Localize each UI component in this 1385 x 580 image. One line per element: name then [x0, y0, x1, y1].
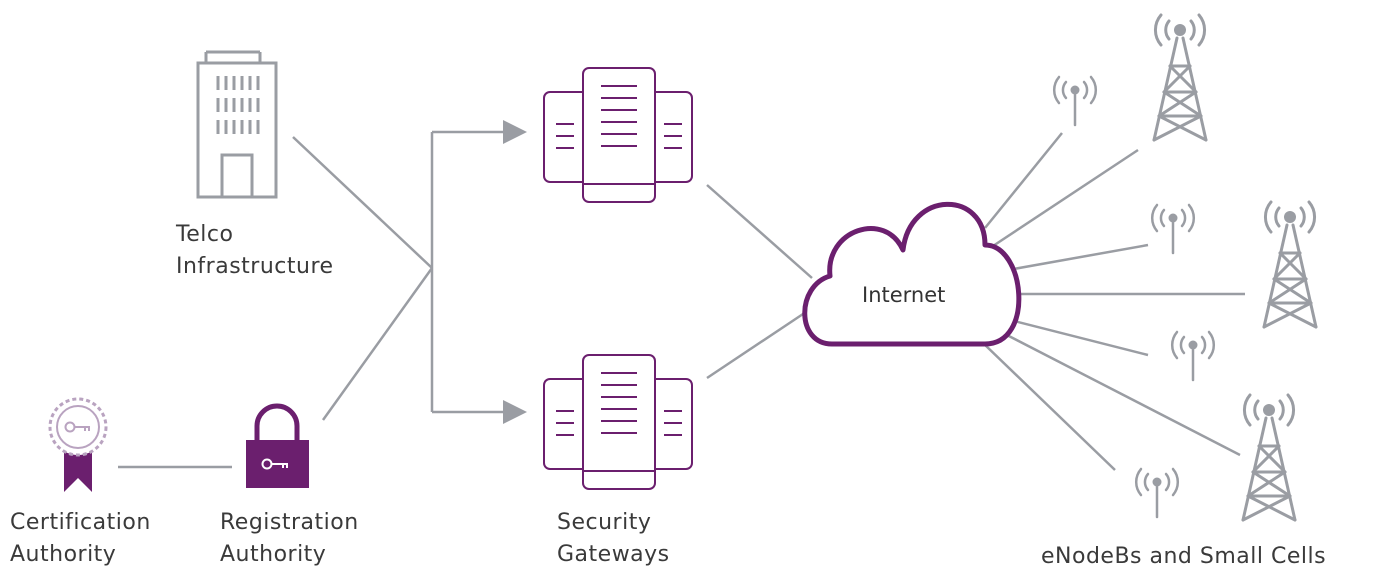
- cell-tower-icon: [1262, 200, 1318, 329]
- connectors: [118, 130, 1245, 471]
- cloud-icon: [802, 201, 1022, 347]
- server-icon: [543, 67, 693, 203]
- certification-authority-label: Certification Authority: [10, 510, 151, 567]
- internet-label: Internet: [862, 283, 946, 307]
- enodebs-label: eNodeBs and Small Cells: [1041, 544, 1327, 569]
- server-icon: [543, 354, 693, 490]
- small-cell-icon: [1052, 75, 1098, 127]
- cell-tower-icon: [1241, 393, 1297, 522]
- small-cell-icon: [1150, 203, 1196, 255]
- certificate-seal-icon: [48, 397, 108, 492]
- registration-authority-label: Registration Authority: [220, 510, 359, 567]
- security-gateways-label: Security Gateways: [557, 510, 670, 567]
- telco-label: Telco Infrastructure: [176, 222, 334, 279]
- building-icon: [196, 50, 278, 199]
- small-cell-icon: [1134, 467, 1180, 519]
- arrowheads: [503, 120, 527, 424]
- small-cell-icon: [1170, 330, 1216, 382]
- padlock-key-icon: [246, 403, 309, 488]
- cell-tower-icon: [1152, 13, 1208, 142]
